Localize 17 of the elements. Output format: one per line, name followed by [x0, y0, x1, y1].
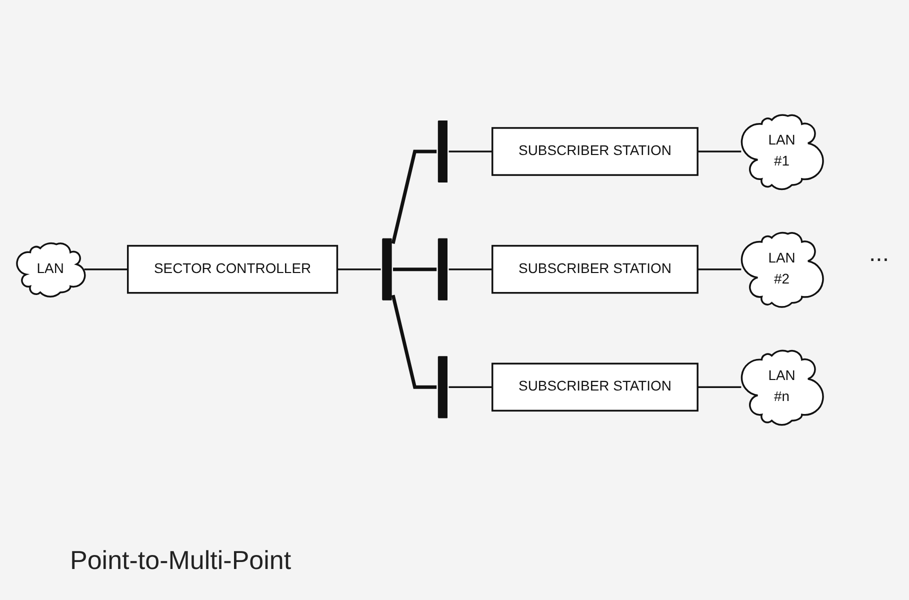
connector: [448, 386, 492, 388]
node-box: SUBSCRIBER STATION: [492, 245, 698, 294]
ellipsis-label: ...: [868, 240, 889, 268]
node-box: SUBSCRIBER STATION: [492, 362, 698, 412]
caption: Point-to-Multi-Point: [70, 545, 292, 576]
connector: [698, 268, 742, 270]
connector: [84, 268, 128, 270]
connector: [393, 268, 437, 272]
connector: [698, 150, 742, 152]
connector: [698, 386, 742, 388]
node-box: SUBSCRIBER STATION: [492, 127, 698, 176]
connector: [391, 150, 437, 244]
connector: [448, 150, 492, 152]
connector: [391, 294, 437, 389]
connector: [448, 268, 492, 270]
connector: [337, 268, 381, 270]
node-box: SECTOR CONTROLLER: [126, 245, 338, 294]
